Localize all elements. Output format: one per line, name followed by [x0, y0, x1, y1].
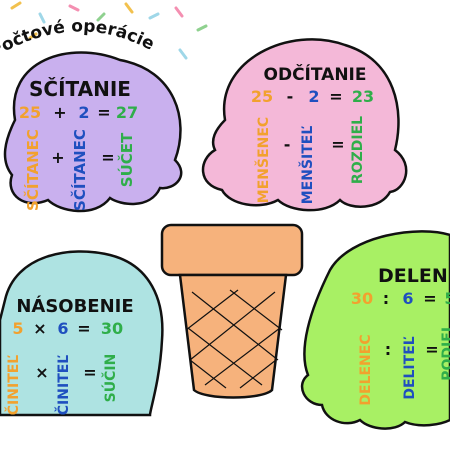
subtraction-b: 2 [308, 87, 319, 106]
subtraction-term-eq: = [331, 135, 344, 154]
division-result: 5 [444, 289, 450, 308]
addition-op: + [53, 103, 66, 122]
multiplication-term-b: ČINITEĽ [54, 355, 72, 416]
addition-term-a: SČÍTANEC [23, 129, 42, 211]
subtraction-section: ODČÍTANIE 25 - 2 = 23 MENŠENEC - MENŠITE… [251, 63, 374, 204]
multiplication-term-eq: = [83, 363, 96, 382]
division-a: 30 [351, 289, 373, 308]
multiplication-term-result: SÚČIN [101, 354, 119, 403]
subtraction-a: 25 [251, 87, 273, 106]
multiplication-b: 6 [57, 319, 68, 338]
subtraction-scoop [201, 38, 408, 212]
addition-result: 27 [116, 103, 138, 122]
subtraction-term-result: ROZDIEL [350, 116, 366, 184]
addition-eq: = [97, 103, 110, 122]
division-term-b: DELITEĽ [402, 336, 418, 399]
subtraction-heading: ODČÍTANIE [264, 63, 367, 85]
subtraction-term-a: MENŠENEC [254, 117, 272, 203]
sprinkles-decoration [10, 1, 208, 60]
ice-cream-cone [160, 223, 304, 399]
addition-term-b: SČÍTANEC [70, 129, 89, 211]
addition-scoop [3, 51, 183, 213]
division-b: 6 [402, 289, 413, 308]
multiplication-eq: = [77, 319, 90, 338]
subtraction-eq: = [329, 87, 342, 106]
addition-term-result: SÚČET [117, 132, 136, 187]
multiplication-a: 5 [12, 319, 23, 338]
division-eq: = [423, 289, 436, 308]
subtraction-term-op: - [284, 135, 291, 154]
addition-section: SČÍTANIE 25 + 2 = 27 SČÍTANEC + SČÍTANEC… [19, 77, 138, 211]
division-term-result: PODIEL [440, 323, 450, 381]
addition-a: 25 [19, 103, 41, 122]
addition-term-op: + [51, 148, 64, 167]
addition-heading: SČÍTANIE [29, 77, 131, 101]
division-term-op: : [385, 340, 391, 359]
division-heading: DELENIE [378, 265, 450, 287]
subtraction-term-b: MENŠITEĽ [298, 126, 316, 205]
multiplication-op: × [33, 319, 46, 338]
division-term-eq: = [425, 340, 438, 359]
multiplication-scoop [0, 250, 164, 417]
multiplication-result: 30 [101, 319, 123, 338]
subtraction-result: 23 [352, 87, 374, 106]
division-op: : [383, 289, 389, 308]
division-term-a: DELENEC [358, 334, 374, 405]
addition-b: 2 [78, 103, 89, 122]
multiplication-term-op: × [35, 363, 48, 382]
division-section: DELENIE 30 : 6 = 5 DELENEC : DELITEĽ = P… [351, 265, 450, 406]
multiplication-section: NÁSOBENIE 5 × 6 = 30 ČINITEĽ × ČINITEĽ =… [4, 295, 134, 415]
division-scoop [300, 230, 450, 430]
subtraction-op: - [287, 87, 294, 106]
addition-term-eq: = [101, 148, 114, 167]
multiplication-term-a: ČINITEĽ [4, 355, 22, 416]
waffle-pattern [185, 289, 283, 389]
multiplication-heading: NÁSOBENIE [16, 295, 133, 317]
